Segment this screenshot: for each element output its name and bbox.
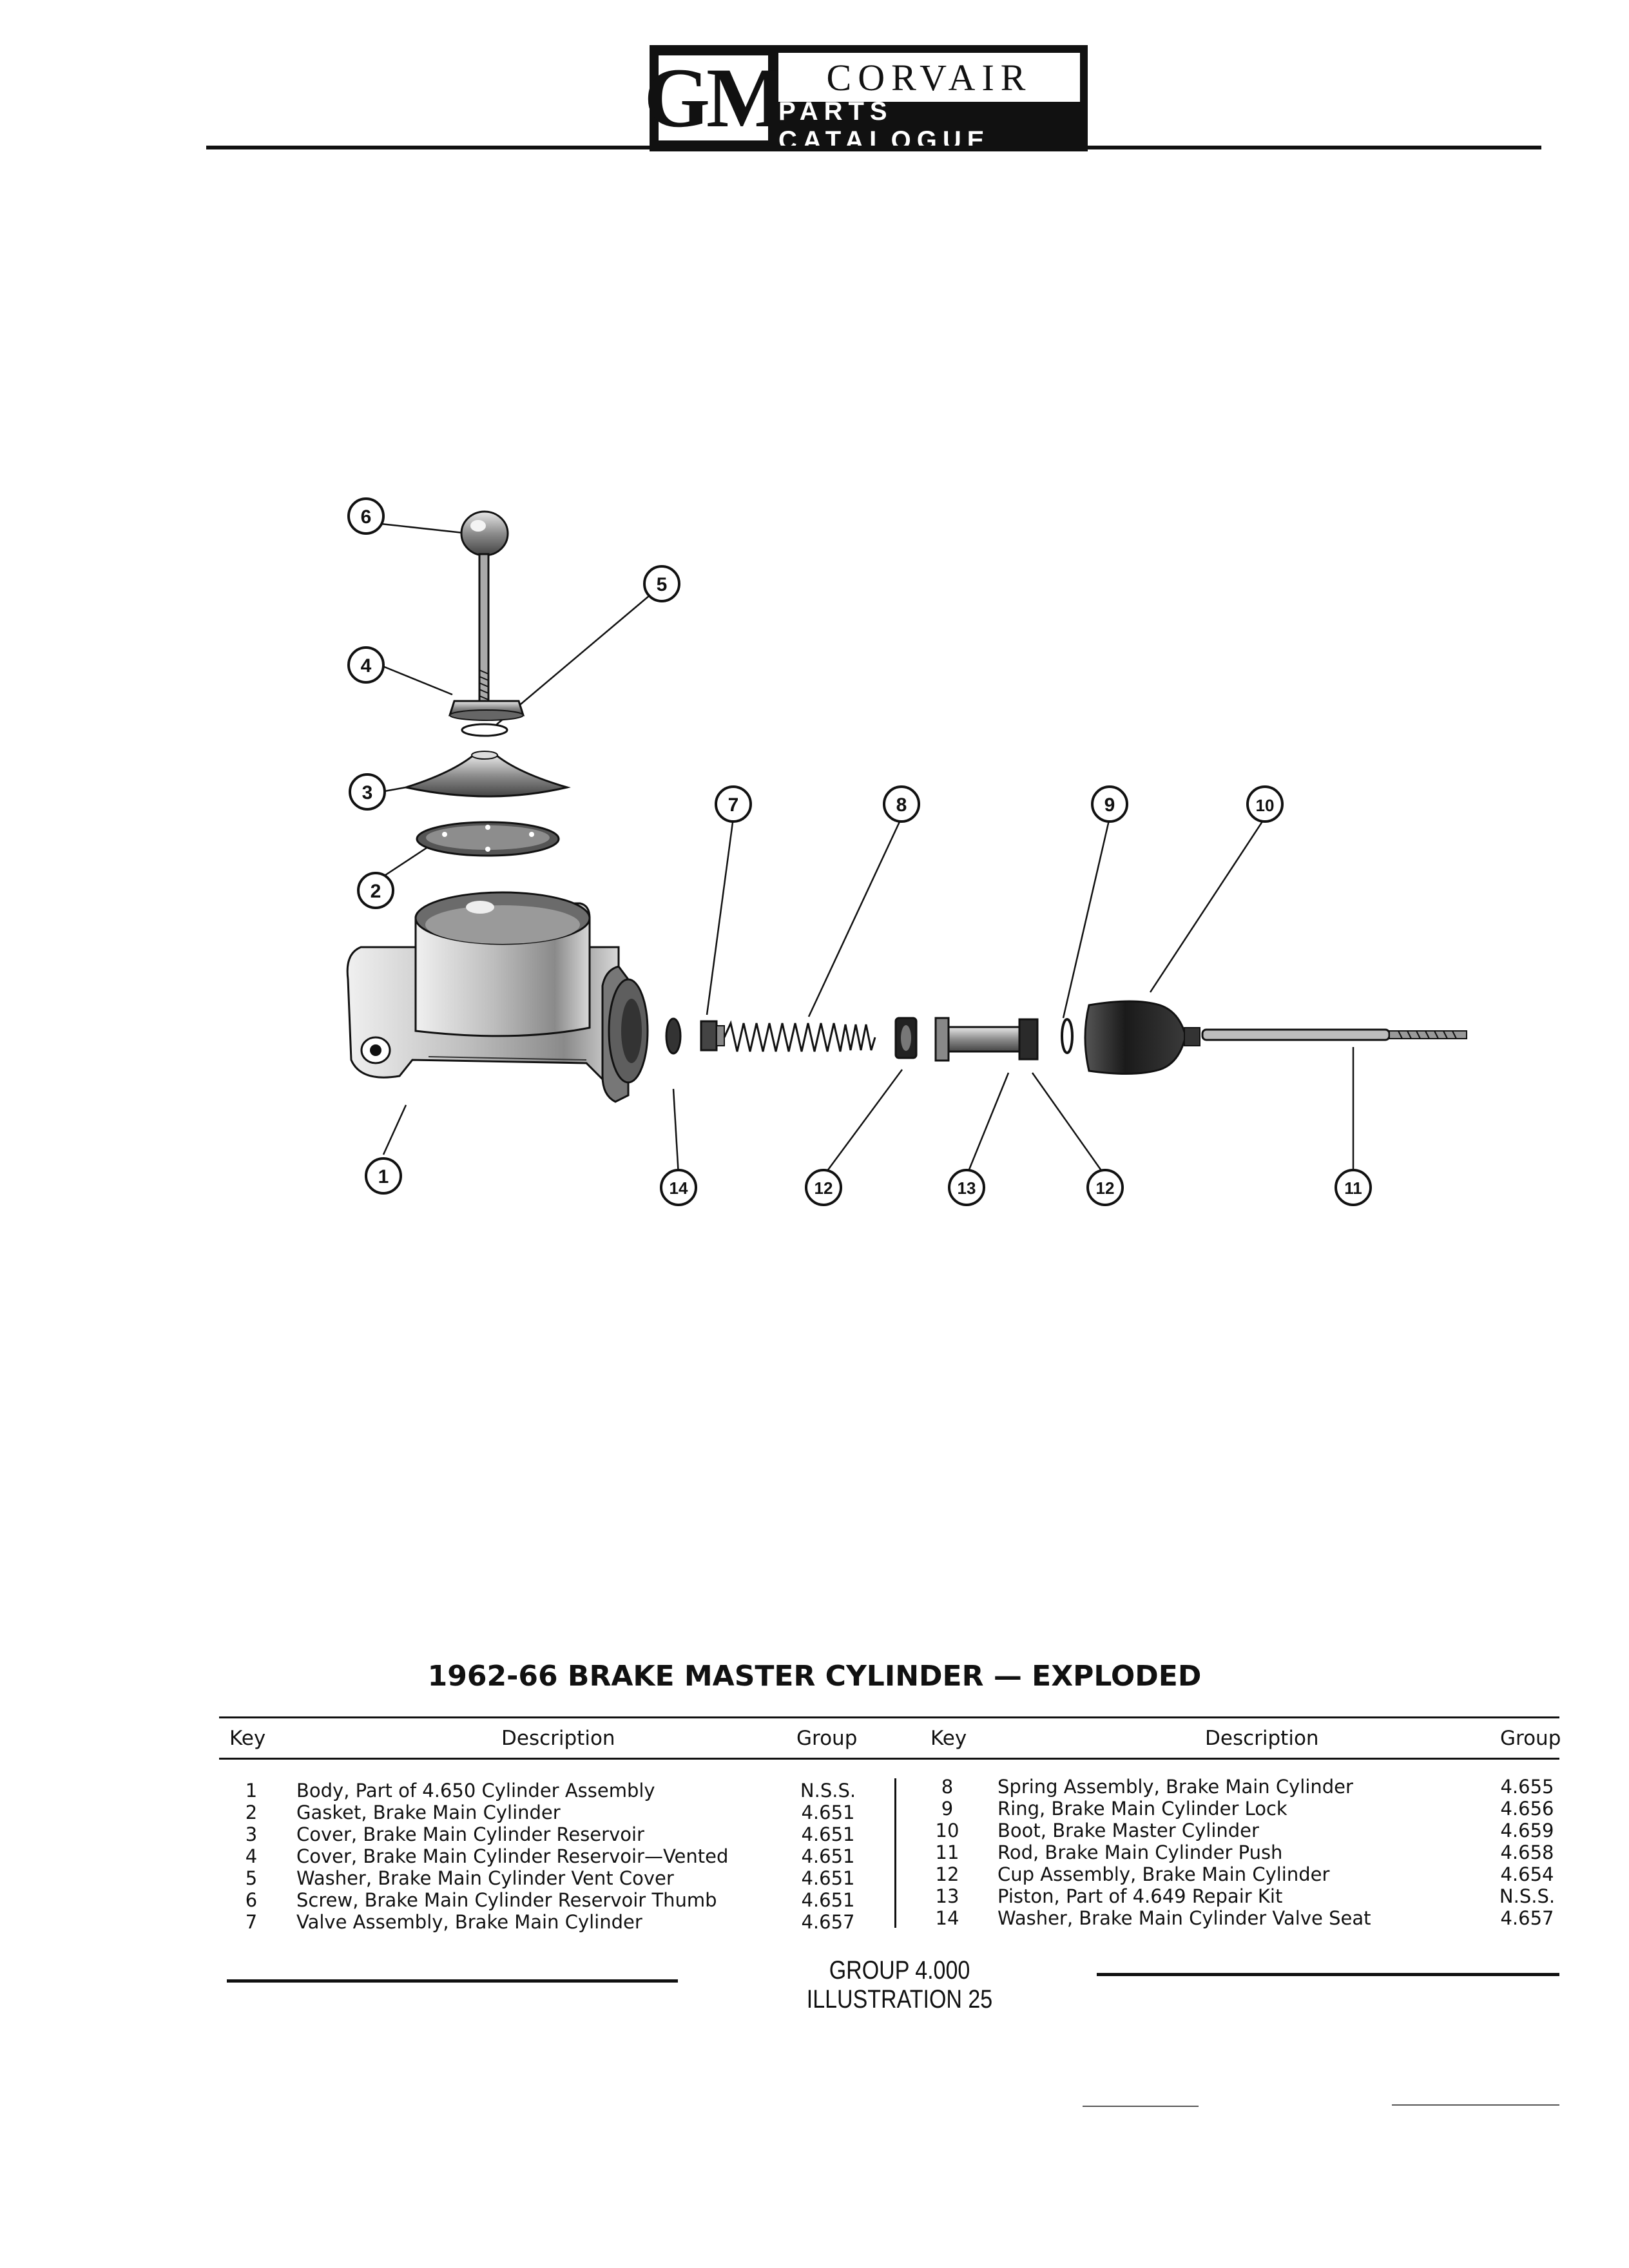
svg-text:7: 7 xyxy=(728,794,739,816)
callout-3: 3 xyxy=(349,773,386,811)
callout-8: 8 xyxy=(883,785,920,823)
illustration-title: 1962-66 BRAKE MASTER CYLINDER — EXPLODED xyxy=(427,1660,1202,1693)
vent-cover-washer xyxy=(461,723,508,737)
piston-spring xyxy=(723,1020,876,1052)
piston xyxy=(934,1017,1039,1062)
table-top-rule xyxy=(219,1716,1559,1718)
callout-10: 10 xyxy=(1246,785,1284,823)
group-illustration-label: GROUP 4.000 ILLUSTRATION 25 xyxy=(806,1956,993,2013)
gm-logo: GM xyxy=(644,50,787,145)
header-key-right: Key xyxy=(930,1727,967,1750)
scan-mark xyxy=(1392,2104,1559,2106)
callout-12-right: 12 xyxy=(1086,1169,1124,1206)
svg-text:8: 8 xyxy=(896,794,907,816)
primary-cup xyxy=(894,1017,918,1059)
callout-9: 9 xyxy=(1091,785,1128,823)
header-group-right: Group xyxy=(1500,1727,1561,1750)
header-description-right: Description xyxy=(1205,1727,1319,1750)
footer-rule-right xyxy=(1097,1973,1559,1976)
svg-text:4: 4 xyxy=(361,655,372,677)
cylinder-body xyxy=(346,891,649,1103)
header-group-left: Group xyxy=(796,1727,858,1750)
svg-text:3: 3 xyxy=(362,782,373,803)
catalogue-header-logo: GM CORVAIR PARTS CATALOGUE xyxy=(644,45,1088,155)
callout-4: 4 xyxy=(347,646,385,684)
vented-cover xyxy=(448,700,525,721)
scan-mark xyxy=(1083,2106,1199,2107)
exploded-diagram: 1 2 3 4 5 6 7 8 9 10 xyxy=(346,497,1467,1206)
table-header-rule xyxy=(219,1758,1559,1760)
table-column-divider xyxy=(894,1778,896,1928)
header-key-left: Key xyxy=(229,1727,266,1750)
svg-text:2: 2 xyxy=(371,881,381,902)
svg-text:12: 12 xyxy=(815,1178,833,1198)
svg-text:1: 1 xyxy=(378,1166,389,1187)
svg-text:10: 10 xyxy=(1256,796,1275,815)
svg-text:9: 9 xyxy=(1104,794,1115,816)
svg-text:6: 6 xyxy=(361,506,372,528)
valve-seat-washer xyxy=(665,1017,682,1055)
master-cylinder-boot xyxy=(1084,1000,1200,1075)
push-rod xyxy=(1201,1028,1467,1041)
callout-1: 1 xyxy=(365,1157,402,1195)
svg-text:14: 14 xyxy=(670,1178,688,1198)
header-description-left: Description xyxy=(501,1727,615,1750)
header-rule xyxy=(206,146,1541,149)
svg-text:5: 5 xyxy=(657,574,668,595)
svg-text:11: 11 xyxy=(1344,1178,1362,1198)
callout-12-left: 12 xyxy=(805,1169,842,1206)
cylinder-gasket xyxy=(416,821,560,857)
callout-11: 11 xyxy=(1335,1169,1372,1206)
svg-text:13: 13 xyxy=(958,1178,976,1198)
callout-6: 6 xyxy=(347,497,385,535)
callout-7: 7 xyxy=(715,785,752,823)
callout-2: 2 xyxy=(357,872,394,909)
callout-5: 5 xyxy=(643,565,680,602)
reservoir-cover xyxy=(402,751,571,798)
valve-assembly xyxy=(700,1020,725,1052)
lock-ring xyxy=(1061,1018,1074,1054)
callout-14: 14 xyxy=(660,1169,697,1206)
leader-lines xyxy=(375,523,1354,1177)
callout-13: 13 xyxy=(948,1169,985,1206)
svg-text:12: 12 xyxy=(1096,1178,1115,1198)
reservoir-thumb-screw xyxy=(460,510,509,715)
brand-name: CORVAIR xyxy=(778,53,1080,102)
footer-rule-left xyxy=(227,1979,678,1983)
